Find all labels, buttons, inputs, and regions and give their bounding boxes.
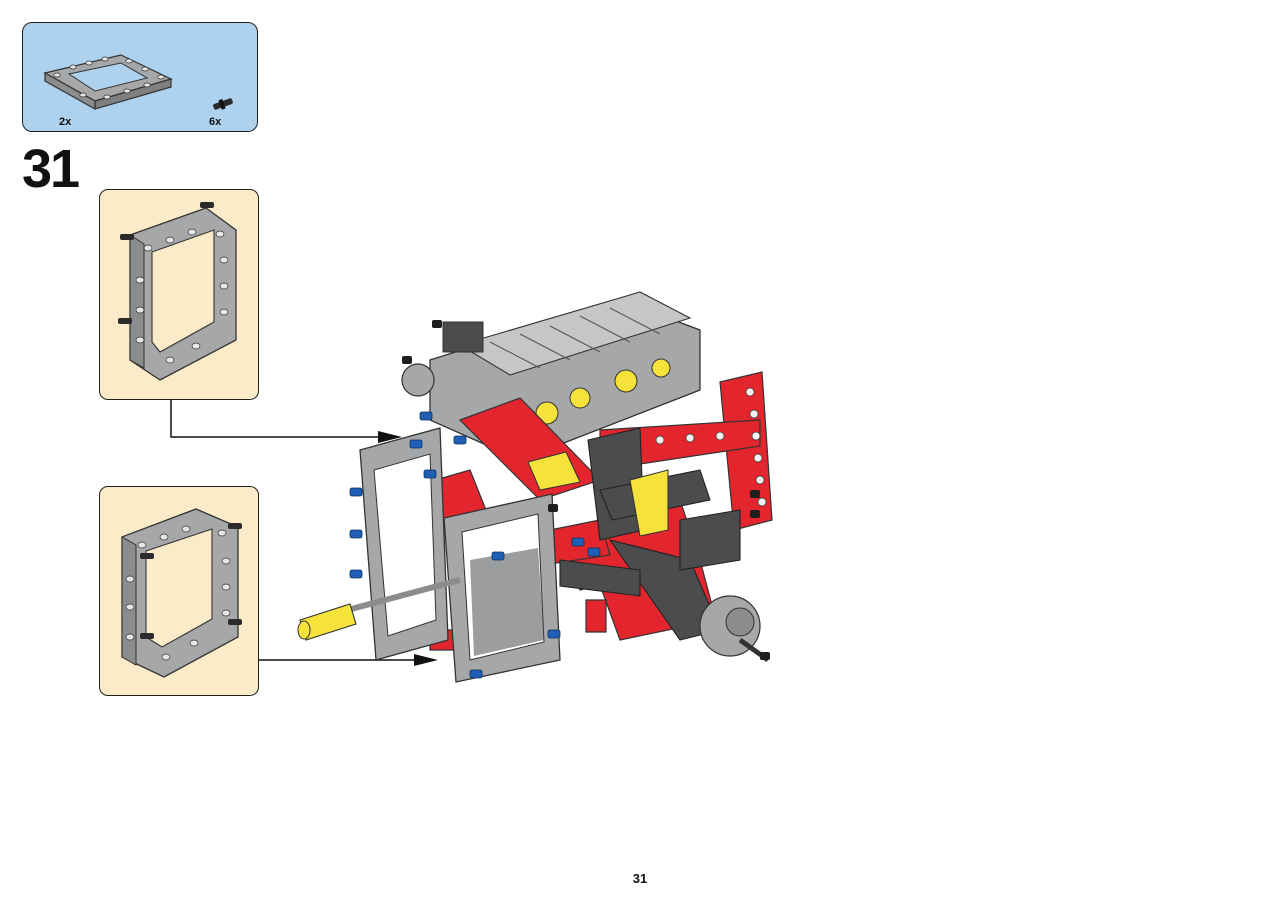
placement-arrow-upper [170, 400, 382, 438]
differential-housing [699, 595, 770, 663]
parts-list-art [43, 54, 233, 111]
front-gray-frame [443, 493, 561, 683]
page-number: 31 [632, 871, 648, 886]
arrowhead-lower-icon [414, 654, 438, 666]
yellow-axle-joiner [527, 451, 581, 491]
frame-quantity: 2x [59, 116, 72, 128]
pin-part-icon [213, 98, 233, 110]
step-number: 31 [22, 139, 80, 199]
yellow-bracket [629, 469, 669, 537]
parts-list-callout: 2x 6x [22, 22, 258, 132]
blue-axle-pins [349, 411, 601, 679]
arrowhead-upper-icon [378, 431, 402, 443]
pin-quantity: 6x [209, 116, 222, 128]
frame-with-pins-icon [118, 202, 237, 381]
left-gray-frame [359, 427, 449, 661]
black-friction-pins [402, 320, 770, 660]
subassembly-callout-lower [99, 486, 259, 696]
dark-gray-linkage [559, 427, 741, 641]
frame-part-icon [43, 54, 173, 111]
subassembly-callout-upper [99, 189, 259, 400]
drive-axle [297, 577, 461, 641]
frame-with-pins-icon [121, 508, 242, 678]
